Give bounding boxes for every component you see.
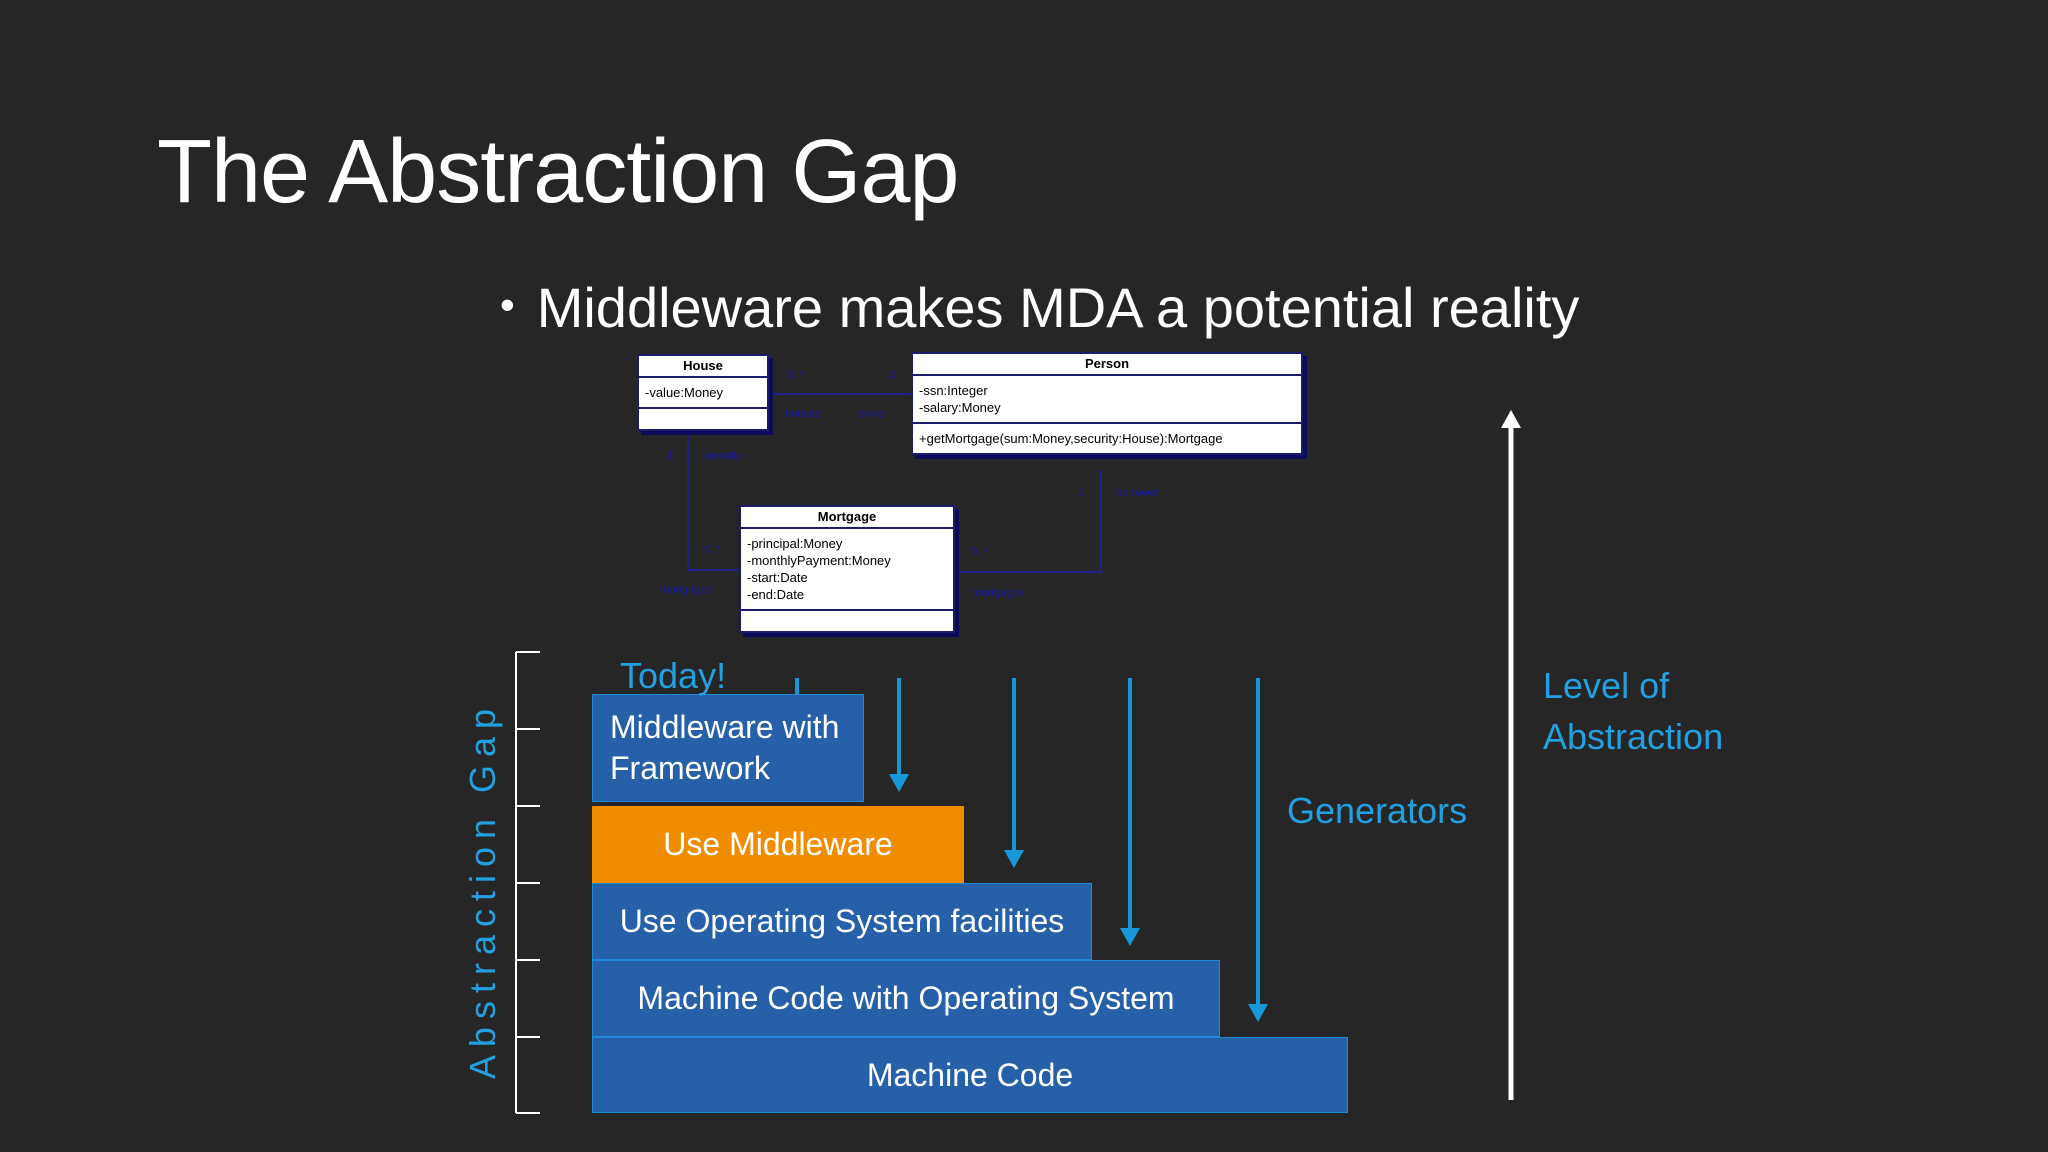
uml-class-mortgage: Mortgage -principal:Money -monthlyPaymen… [739, 505, 955, 633]
bullet-text: Middleware makes MDA a potential reality [536, 276, 1580, 339]
abstraction-gap-label: Abstraction Gap [462, 700, 503, 1080]
association-multiplicity: 0..* [787, 369, 804, 381]
generator-arrows [787, 678, 1268, 1022]
house-mortgage-association [687, 434, 739, 571]
association-multiplicity: 1 [667, 450, 674, 462]
class-attributes: -value:Money [639, 378, 767, 409]
association-role: mortgages [660, 584, 712, 596]
association-role: security [704, 450, 742, 462]
level-block-machine-code-os: Machine Code with Operating System [592, 960, 1220, 1037]
class-attribute: -value:Money [645, 385, 724, 400]
class-attributes: -ssn:Integer -salary:Money [913, 376, 1301, 424]
bullet-item: • Middleware makes MDA a potential realit… [500, 270, 1579, 343]
association-role: owner [858, 408, 888, 420]
generators-label: Generators [1287, 790, 1468, 831]
association-multiplicity: 0..* [704, 544, 721, 556]
class-name: Person [913, 354, 1301, 376]
level-label-line1: Level of [1543, 665, 1670, 706]
association-multiplicity: 0..* [971, 546, 988, 558]
level-block-machine-code: Machine Code [592, 1037, 1348, 1113]
uml-class-house: House -value:Money [637, 354, 769, 431]
person-mortgage-association [955, 470, 1102, 573]
level-of-abstraction-label: Level of Abstraction [1543, 660, 1723, 762]
level-block-os-facilities: Use Operating System facilities [592, 883, 1092, 960]
class-name: Mortgage [741, 507, 953, 529]
bullet-dot-icon: • [500, 281, 515, 328]
class-operation: +getMortgage(sum:Money,security:House):M… [919, 431, 1223, 446]
class-operations: +getMortgage(sum:Money,security:House):M… [913, 424, 1301, 453]
class-attribute: -salary:Money [919, 400, 1001, 415]
class-name: House [639, 356, 767, 378]
association-multiplicity: 1 [889, 369, 896, 381]
slide-title: The Abstraction Gap [157, 122, 959, 222]
association-multiplicity: 1 [1078, 487, 1085, 499]
level-label-line2: Abstraction [1543, 716, 1724, 757]
class-attributes: -principal:Money -monthlyPayment:Money -… [741, 529, 953, 611]
level-block-middleware-framework: Middleware with Framework [592, 694, 864, 802]
class-operations [741, 611, 953, 631]
class-attribute: -start:Date [747, 570, 808, 585]
association-role: mortgages [972, 587, 1024, 599]
today-label: Today! [620, 655, 727, 696]
level-arrow [1501, 410, 1521, 1100]
class-operations [639, 409, 767, 429]
class-attribute: -principal:Money [747, 536, 843, 551]
association-role: borrower [1116, 487, 1160, 499]
association-role: houses [785, 408, 821, 420]
class-attribute: -ssn:Integer [919, 383, 988, 398]
class-attribute: -monthlyPayment:Money [747, 553, 891, 568]
level-block-use-middleware: Use Middleware [592, 806, 964, 883]
class-attribute: -end:Date [747, 587, 805, 602]
uml-class-person: Person -ssn:Integer -salary:Money +getMo… [911, 352, 1303, 455]
abstraction-gap-bracket [515, 651, 540, 1114]
